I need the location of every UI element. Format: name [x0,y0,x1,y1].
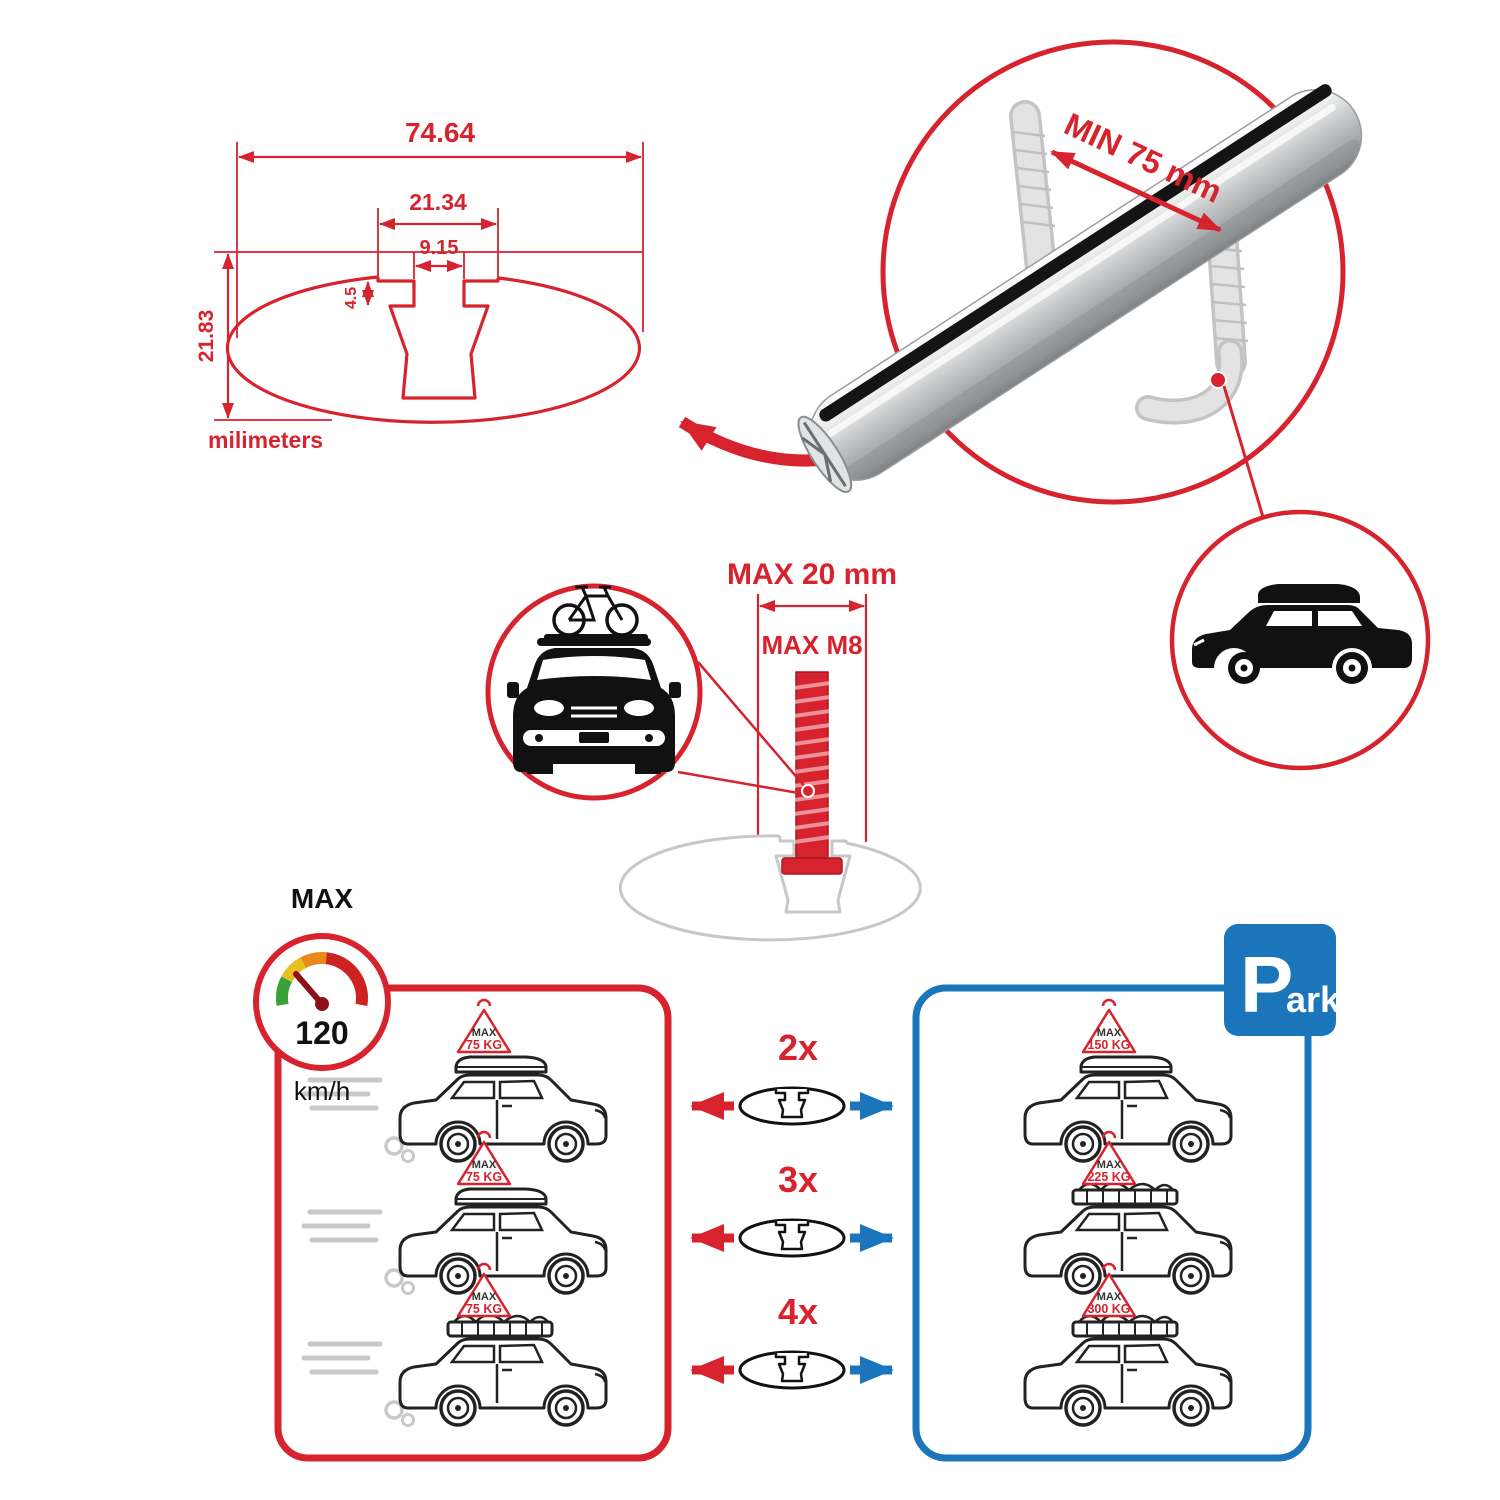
park-sign-p: P [1240,940,1293,1029]
load-prefix: MAX [472,1159,497,1171]
bar-count-label: 3x [778,1159,818,1200]
load-tag: MAX 75 KG [456,1262,512,1318]
roof-box-icon [1079,1055,1173,1074]
bar-count-column: 2x 3x 4x [690,1027,894,1390]
callout-lines [677,661,807,796]
min-span-arrow-icon [1050,149,1222,233]
load-value: 75 KG [466,1038,502,1052]
dim-total-height: 21.83 [195,310,218,363]
suv-silhouette-icon [1192,584,1412,684]
load-value: 300 KG [1087,1302,1130,1316]
parked-panel: MAX 150 KG MAX 225 KG MAX 300 KG [912,984,1312,1462]
speed-max-heading: MAX [291,883,354,914]
park-sign: P ark [1224,924,1341,1036]
roof-basket-icon [1071,1181,1179,1206]
ghost-crossbar-section-icon [618,834,922,942]
load-tag: MAX 225 KG [1081,1130,1137,1186]
bar-detail-circle: MIN 75 mm [797,39,1363,518]
load-prefix: MAX [1097,1291,1122,1303]
roof-box-icon [454,1187,548,1206]
dim-channel-opening: 9.15 [420,237,459,259]
load-prefix: MAX [472,1027,497,1039]
driving-panel: MAX 75 KG MAX 75 KG MAX 75 KG [274,984,672,1462]
max-thread-label: MAX M8 [761,630,862,660]
speed-unit: km/h [294,1076,350,1106]
roof-box-icon [454,1055,548,1074]
bar-to-car-connector [1222,385,1265,518]
bracket-point-dot [1209,371,1227,389]
load-tag: MAX 75 KG [456,998,512,1054]
bolt-point-dot [801,784,815,798]
car-front-bike-circle [485,583,703,801]
load-value: 75 KG [466,1170,502,1184]
bar-count-label: 2x [778,1027,818,1068]
car-front-icon [507,638,681,774]
crossbar-profile-ellipse [225,275,642,424]
bolt-icon [781,671,843,875]
load-tag: MAX 150 KG [1081,998,1137,1054]
bar-count-label: 4x [778,1291,818,1332]
speedometer-icon: MAX 120 km/h [253,883,391,1106]
crossbar-section-icon [738,1350,846,1390]
park-sign-ark: ark [1286,979,1341,1020]
roof-basket-icon [1071,1313,1179,1338]
max-bolt-width-label: MAX 20 mm [727,558,897,591]
roof-basket-icon [446,1313,554,1338]
load-prefix: MAX [1097,1027,1122,1039]
load-prefix: MAX [472,1291,497,1303]
load-value: 75 KG [466,1302,502,1316]
load-tag: MAX 300 KG [1081,1262,1137,1318]
units-label: milimeters [208,427,323,453]
cross-section-drawing: 74.64 21.34 9.15 4.5 21.83 milimeters [195,117,644,453]
dim-lip-depth: 4.5 [343,287,360,309]
speed-value: 120 [295,1015,348,1051]
crossbar-section-icon [738,1086,846,1126]
crossbar-section-icon [738,1218,846,1258]
bolt-detail: MAX 20 mm MAX M8 [618,558,922,942]
load-value: 150 KG [1087,1038,1130,1052]
dim-channel-outer: 21.34 [409,189,467,215]
crossbar-profile-t-slot [376,277,500,400]
load-value: 225 KG [1087,1170,1130,1184]
suv-roofbox-circle [1169,509,1431,771]
dim-total-width: 74.64 [405,117,475,148]
ghost-bracket-icon [1009,100,1249,425]
load-tag: MAX 75 KG [456,1130,512,1186]
load-prefix: MAX [1097,1159,1122,1171]
